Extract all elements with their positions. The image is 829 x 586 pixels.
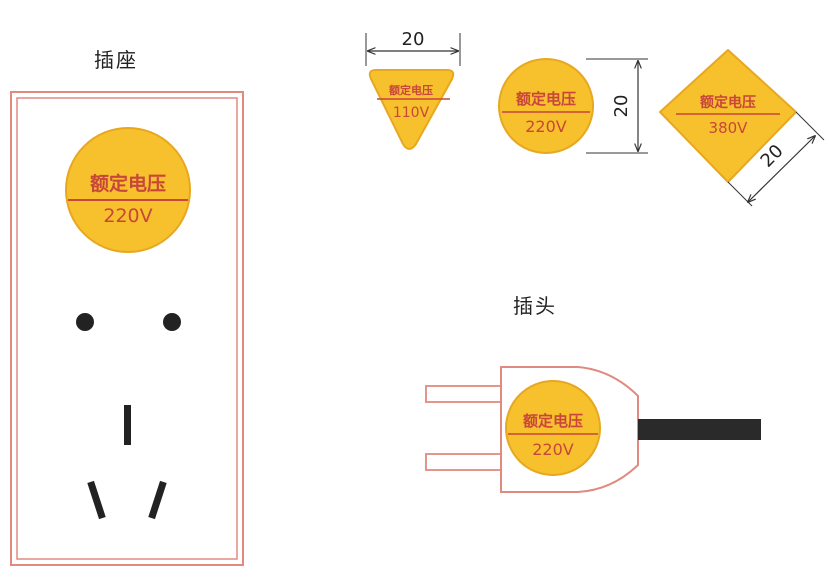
diamond-voltage-text: 380V [709, 119, 749, 137]
plug-voltage-text: 220V [532, 440, 574, 459]
socket: 额定电压 220V [10, 91, 244, 566]
socket-slot-right [148, 480, 167, 520]
triangle-voltage-text: 110V [393, 105, 430, 121]
plug-pin-top [425, 385, 504, 403]
plug-pin-bottom [425, 453, 504, 471]
plug-voltage-label: 额定电压 220V [505, 380, 601, 476]
circle-height-value: 20 [611, 95, 632, 118]
diamond-label-text: 额定电压 [700, 94, 756, 111]
socket-label-text: 额定电压 [90, 172, 166, 195]
triangle-voltage-label [368, 69, 455, 150]
socket-round-hole-right [163, 313, 181, 331]
plug: 额定电压 220V [425, 366, 761, 493]
circle-voltage-text: 220V [525, 117, 567, 136]
circle-label-text: 额定电压 [516, 90, 576, 108]
circle-label-group: 额定电压 220V 20 [498, 58, 648, 154]
socket-voltage-text: 220V [103, 205, 152, 227]
diamond-side-dimension [748, 136, 815, 202]
diamond-label-group: 额定电压 380V 20 [659, 49, 825, 207]
triangle-label-text: 额定电压 [389, 83, 433, 97]
plug-label-text: 额定电压 [523, 412, 583, 430]
circle-voltage-label [498, 58, 594, 154]
socket-outer-frame [10, 91, 244, 566]
socket-slot-left [87, 480, 106, 520]
socket-round-hole-left [76, 313, 94, 331]
socket-title: 插座 [94, 48, 138, 72]
plug-title: 插头 [513, 294, 557, 318]
plug-cord [638, 419, 761, 440]
socket-voltage-label: 额定电压 220V [65, 127, 191, 253]
triangle-width-value: 20 [402, 29, 425, 50]
triangle-label-group: 20 额定电压 110V [365, 29, 461, 150]
socket-inner-frame [16, 97, 238, 560]
socket-earth-slot [124, 405, 131, 445]
